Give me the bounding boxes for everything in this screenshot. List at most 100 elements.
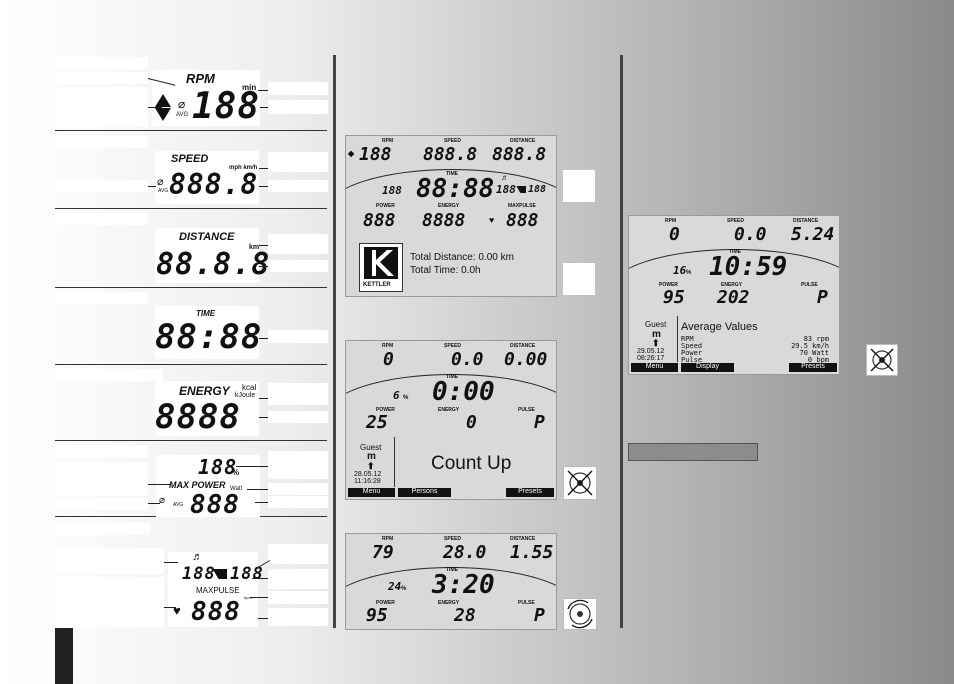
- power-digits: 888: [190, 490, 240, 520]
- kettler-logo-mark: [364, 247, 398, 279]
- rpm-value: 0: [383, 349, 394, 370]
- maxpulse-label: MAXPULSE: [196, 586, 240, 595]
- leader-line: [259, 186, 268, 187]
- user-name: Guest: [360, 443, 382, 452]
- distance-header: DISTANCE: [510, 536, 536, 542]
- pulse-value: P: [534, 412, 545, 433]
- no-pedal-icon: [866, 344, 898, 376]
- power-value: 95: [366, 605, 388, 626]
- label-box: [268, 608, 328, 626]
- display-arc: [346, 374, 556, 415]
- energy-unit-kjoule: kJoule: [235, 392, 256, 399]
- average-row-key: Speed: [681, 342, 703, 350]
- presets-button[interactable]: Presets: [506, 488, 554, 497]
- up-down-arrow-icon: [155, 94, 171, 107]
- leader-line: [247, 489, 268, 490]
- average-row-value: 0 bpm: [807, 356, 829, 364]
- power-value: 888: [363, 210, 396, 231]
- distance-unit: km: [249, 244, 260, 251]
- leader-line: [164, 607, 176, 608]
- average-row-key: Power: [681, 349, 703, 357]
- total-distance-text: Total Distance: 0.00 km: [410, 252, 514, 263]
- rpm-label: RPM: [186, 71, 215, 86]
- user-panel-divider: [394, 437, 395, 487]
- leader-line: [148, 503, 160, 504]
- leader-line: [236, 466, 268, 467]
- distance-header: DISTANCE: [510, 343, 536, 349]
- label-box: [55, 180, 148, 192]
- percent-value: 16: [673, 264, 687, 277]
- energy-value: 0: [466, 412, 477, 433]
- average-row: RPM 83 rpm: [681, 336, 829, 343]
- date-text: 29.05.12: [637, 348, 665, 355]
- speed-value: 888.8: [423, 144, 478, 165]
- distance-value: 1.55: [510, 542, 554, 563]
- label-box: [57, 577, 164, 627]
- power-avg-label: AVG: [173, 502, 184, 508]
- up-down-arrow-icon-bottom: [155, 108, 171, 121]
- pulse-header: PULSE: [518, 407, 535, 413]
- time-header: TIME: [446, 567, 458, 573]
- energy-unit-kcal: kcal: [242, 383, 257, 392]
- average-row: Power 70 Watt: [681, 350, 829, 357]
- label-box: [55, 498, 148, 510]
- rpm-header: RPM: [382, 536, 394, 542]
- pulse-segment-display: ♬ 188 188 MAXPULSE bpm ♥ 888: [168, 552, 263, 627]
- label-box: [55, 446, 148, 458]
- side-label-box: [563, 263, 595, 295]
- rpm-value: 188: [359, 144, 392, 165]
- kettler-logo-text: KETTLER: [363, 282, 391, 288]
- leader-line: [259, 168, 268, 169]
- leader-line: [260, 107, 268, 108]
- menu-button[interactable]: Menu: [631, 363, 678, 372]
- pulse-zone-high: 188: [528, 184, 547, 195]
- pulse-digits: 888: [191, 597, 241, 627]
- heart-icon: ♥: [489, 215, 495, 225]
- pulse-left-digits: 188: [182, 564, 216, 584]
- average-row-value: 83 rpm: [803, 335, 829, 343]
- energy-segment-display: ENERGY kcal kJoule 8888: [155, 381, 259, 436]
- speed-segment-display: SPEED mph km/h ⌀ AVG 888.8: [155, 151, 259, 204]
- leader-line: [250, 597, 268, 598]
- presets-button[interactable]: Presets: [789, 363, 837, 372]
- pulse-header: PULSE: [801, 282, 818, 288]
- percent-value: 188: [382, 184, 402, 197]
- label-box: [268, 483, 328, 495]
- display-button[interactable]: Display: [681, 363, 734, 372]
- time-header: TIME: [446, 374, 458, 380]
- user-name: Guest: [645, 320, 667, 329]
- console-display-count-up: RPM SPEED DISTANCE 0 0.0 0.00 TIME 6 % 0…: [345, 340, 557, 500]
- grey-caption-bar: [628, 443, 758, 461]
- power-value: 95: [663, 287, 685, 308]
- persons-button[interactable]: Persons: [398, 488, 451, 497]
- clock-text: 08:26:17: [637, 355, 665, 362]
- leader-line: [148, 107, 162, 108]
- power-percent-digits: 188: [198, 455, 238, 479]
- time-value: 10:59: [709, 252, 788, 282]
- speed-header: SPEED: [444, 343, 461, 349]
- no-pedal-icon-mark: [870, 348, 894, 372]
- power-unit: Watt: [230, 486, 243, 492]
- time-header: TIME: [446, 171, 458, 177]
- label-box: [268, 411, 328, 423]
- percent-sign: %: [403, 395, 409, 401]
- pulse-header: PULSE: [518, 600, 535, 606]
- distance-header: DISTANCE: [793, 218, 819, 224]
- label-box: [268, 330, 328, 343]
- leader-line: [252, 578, 268, 579]
- label-box: [55, 292, 148, 304]
- time-header: TIME: [729, 249, 741, 255]
- power-header: POWER: [376, 203, 395, 209]
- no-pedal-icon-mark: [567, 470, 593, 496]
- display-arc: [346, 567, 556, 608]
- distance-value: 0.00: [504, 349, 548, 370]
- speed-value: 0.0: [734, 224, 767, 245]
- column-divider-2: [620, 55, 623, 628]
- average-row-key: RPM: [681, 335, 694, 343]
- average-row-value: 29.5 km/h: [791, 342, 829, 350]
- menu-button[interactable]: Menu: [348, 488, 395, 497]
- label-box: [268, 180, 328, 192]
- section-divider: [55, 208, 327, 209]
- energy-value: 28: [454, 605, 476, 626]
- label-box: [268, 591, 328, 604]
